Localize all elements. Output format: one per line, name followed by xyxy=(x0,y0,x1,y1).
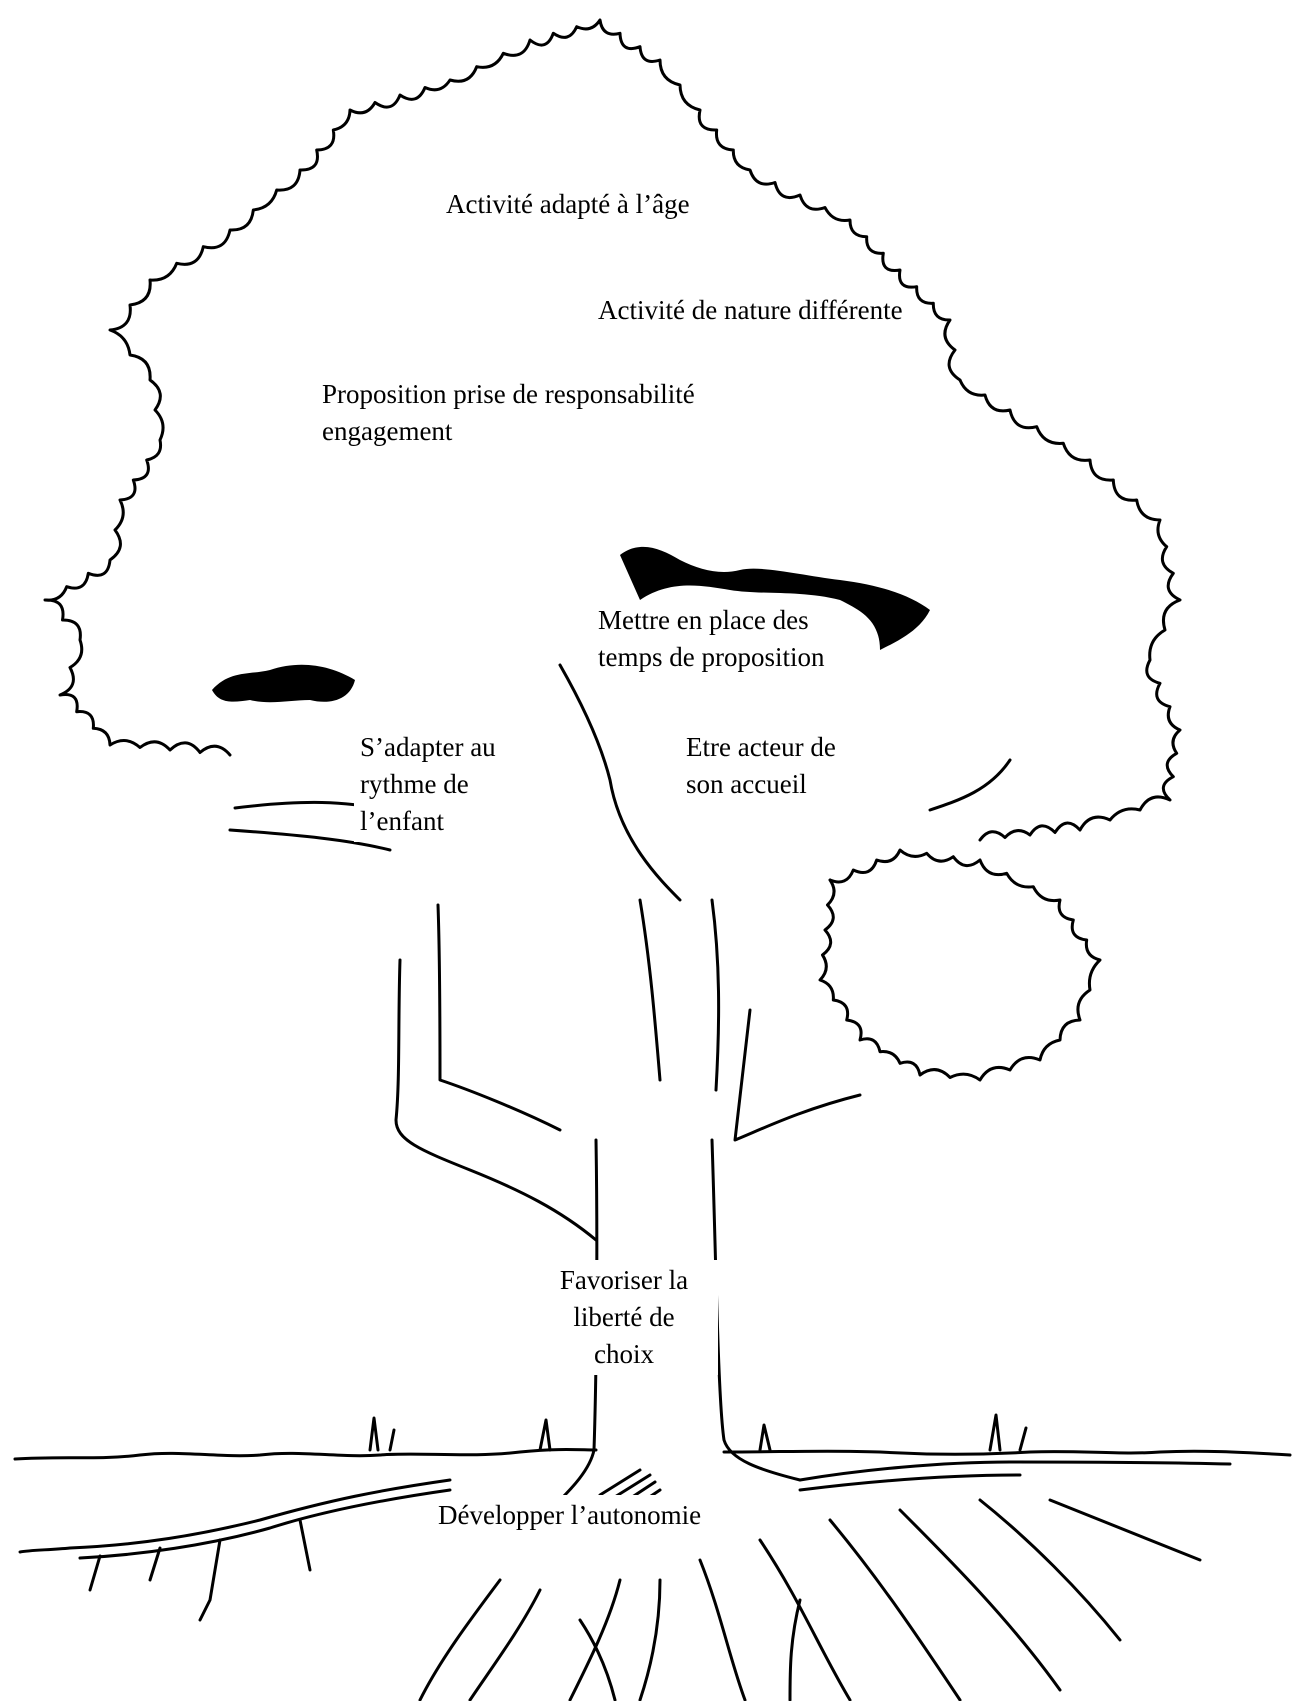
root-left-branches xyxy=(90,1520,310,1620)
label-rythme-enfant: S’adapter au rythme de l’enfant xyxy=(354,727,502,842)
shadow-left xyxy=(212,665,355,702)
branch-left-upper xyxy=(560,665,680,900)
label-responsabilite-engagement: Proposition prise de responsabilité enga… xyxy=(316,374,701,452)
label-liberte-choix: Favoriser la liberté de choix xyxy=(530,1260,718,1375)
ground-line xyxy=(15,1450,596,1460)
branch-center-right xyxy=(712,900,719,1090)
branch-right-upper xyxy=(930,760,1010,810)
label-temps-proposition: Mettre en place des temps de proposition xyxy=(592,600,830,678)
branch-center-left xyxy=(640,900,660,1080)
root-left-long xyxy=(20,1480,450,1552)
grass-tufts xyxy=(370,1415,1026,1450)
root-right-long-2 xyxy=(800,1475,1020,1490)
branch-left-inner xyxy=(438,905,560,1130)
label-autonomie: Développer l’autonomie xyxy=(432,1495,707,1536)
label-activite-nature: Activité de nature différente xyxy=(592,290,909,331)
trunk-right-edge xyxy=(712,1140,800,1480)
label-activite-age: Activité adapté à l’âge xyxy=(440,184,696,225)
foliage-clump-right xyxy=(820,850,1100,1080)
root-left-long-2 xyxy=(80,1490,450,1558)
ground-line-right xyxy=(724,1451,1290,1455)
root-right-long xyxy=(800,1462,1230,1480)
label-acteur-accueil: Etre acteur de son accueil xyxy=(680,727,842,805)
branch-right-lower xyxy=(735,1010,860,1140)
